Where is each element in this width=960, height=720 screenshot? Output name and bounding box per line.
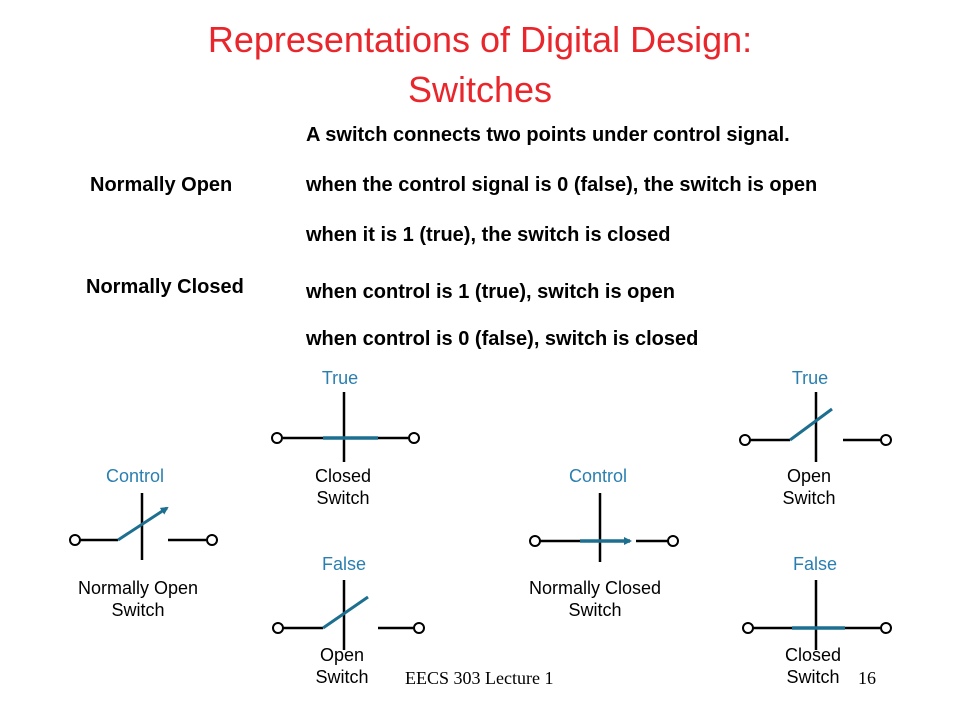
switch-label: Switch <box>316 488 369 508</box>
left-terminal-icon <box>742 622 754 634</box>
true-label: True <box>792 368 828 388</box>
normally-closed-label: Normally Closed <box>529 578 661 598</box>
open-label: Open <box>787 466 831 486</box>
normally-open-label: Normally Open <box>78 578 198 598</box>
normally-open-switch: Control Normally Open Switch <box>69 466 218 620</box>
normally-open-heading: Normally Open <box>90 174 233 196</box>
false-label: False <box>793 554 837 574</box>
normally-open-line1: when the control signal is 0 (false), th… <box>306 174 818 196</box>
false-label: False <box>322 554 366 574</box>
normally-closed-switch: Control Normally Closed Switch <box>529 466 679 620</box>
intro-text: A switch connects two points under contr… <box>306 124 790 146</box>
open-label: Open <box>320 645 364 665</box>
slide-title-line1: Representations of Digital Design: <box>207 19 753 60</box>
right-terminal-icon <box>880 434 892 446</box>
true-label: True <box>322 368 358 388</box>
control-label: Control <box>106 466 164 486</box>
normally-closed-line1: when control is 1 (true), switch is open <box>306 281 675 303</box>
left-terminal-icon <box>272 622 284 634</box>
switch-label: Switch <box>315 667 368 687</box>
open-switch-false: False Open Switch <box>272 554 425 687</box>
left-terminal-icon <box>739 434 751 446</box>
slide-title-line2: Switches <box>407 69 553 110</box>
right-terminal-icon <box>408 432 420 444</box>
closed-label: Closed <box>315 466 371 486</box>
normally-open-line2: when it is 1 (true), the switch is close… <box>306 224 671 246</box>
right-terminal-icon <box>206 534 218 546</box>
left-terminal-icon <box>529 535 541 547</box>
right-terminal-icon <box>880 622 892 634</box>
normally-closed-heading: Normally Closed <box>86 276 244 298</box>
right-terminal-icon <box>413 622 425 634</box>
switch-label: Switch <box>568 600 621 620</box>
footer-course: EECS 303 Lecture 1 <box>405 668 554 688</box>
closed-switch-true: True Closed Switch <box>271 368 420 508</box>
left-terminal-icon <box>69 534 81 546</box>
right-terminal-icon <box>667 535 679 547</box>
closed-label: Closed <box>785 645 841 665</box>
footer-page-number: 16 <box>858 668 876 688</box>
normally-closed-line2: when control is 0 (false), switch is clo… <box>306 328 699 350</box>
open-contact <box>322 595 369 630</box>
switch-label: Switch <box>111 600 164 620</box>
left-terminal-icon <box>271 432 283 444</box>
control-label: Control <box>569 466 627 486</box>
switch-label: Switch <box>786 667 839 687</box>
closed-switch-false: False Closed Switch <box>742 554 892 687</box>
open-contact-arrow <box>117 506 169 542</box>
open-contact <box>789 407 833 442</box>
switch-label: Switch <box>782 488 835 508</box>
open-switch-true: True Open Switch <box>739 368 892 508</box>
